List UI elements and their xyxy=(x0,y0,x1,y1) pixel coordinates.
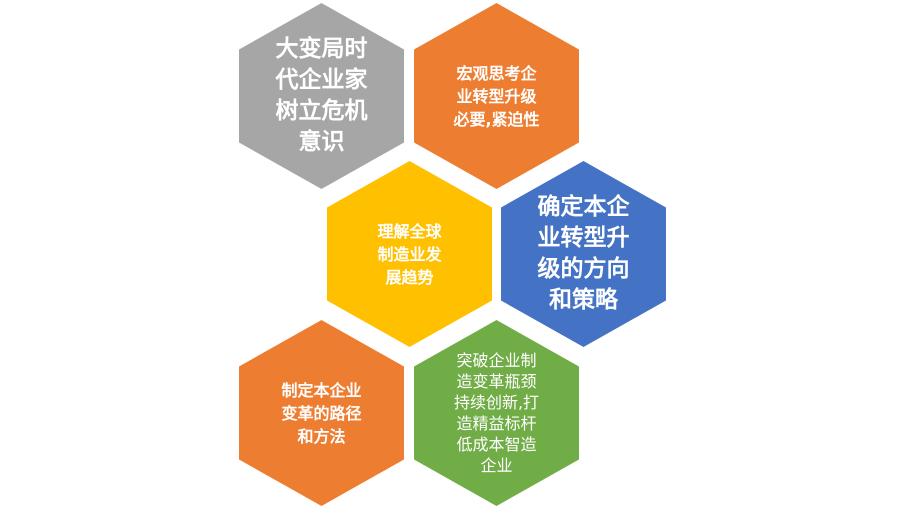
hexagon-label: 宏观思考企 业转型升级 必要,紧迫性 xyxy=(453,63,540,129)
hexagon-global-trends: 理解全球 制造业发 展趋势 xyxy=(327,161,492,347)
hexagon-breakthrough: 突破企业制 造变革瓶颈 持续创新,打 造精益标杆 低成本智造 企业 xyxy=(414,320,579,506)
hexagon-label: 突破企业制 造变革瓶颈 持续创新,打 造精益标杆 低成本智造 企业 xyxy=(453,351,540,475)
hexagon-crisis-awareness: 大变局时 代企业家 树立危机 意识 xyxy=(239,3,404,189)
hexagon-direction-strategy: 确定本企 业转型升 级的方向 和策略 xyxy=(501,161,666,347)
hexagon-label: 大变局时 代企业家 树立危机 意识 xyxy=(275,36,368,155)
hexagon-label: 理解全球 制造业发 展趋势 xyxy=(377,221,442,287)
hexagon-macro-thinking: 宏观思考企 业转型升级 必要,紧迫性 xyxy=(414,3,579,189)
hexagon-label: 确定本企 业转型升 级的方向 和策略 xyxy=(537,194,630,313)
hexagon-path-method: 制定本企业 变革的路径 和方法 xyxy=(239,320,404,506)
hexagon-label: 制定本企业 变革的路径 和方法 xyxy=(281,380,362,446)
